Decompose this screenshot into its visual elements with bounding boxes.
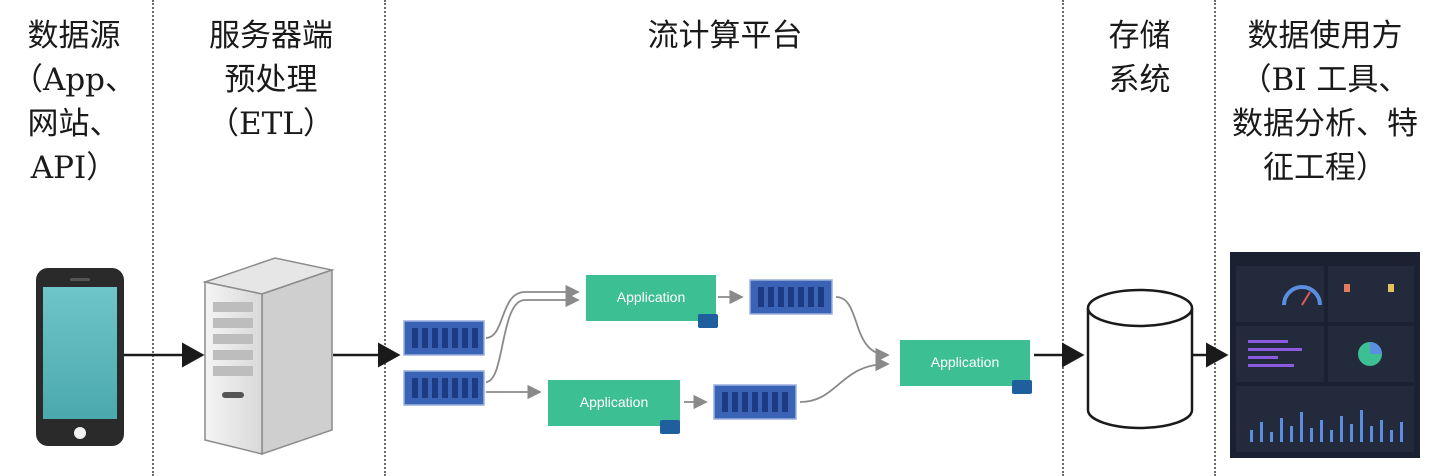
divider-3 — [1062, 0, 1064, 476]
dashboard-screen-icon — [1230, 252, 1420, 458]
application-node-2: Application — [548, 380, 680, 434]
column-title-server-etl: 服务器端 预处理 （ETL） — [208, 18, 334, 142]
database-cylinder-icon — [1086, 288, 1194, 430]
input-queue-top — [403, 320, 485, 356]
application-label: Application — [580, 394, 649, 410]
application-node-1: Application — [586, 275, 718, 328]
smartphone-icon — [36, 268, 124, 446]
stream-connectors — [485, 284, 890, 410]
column-title-data-source: 数据源 （App、 网站、 API） — [11, 18, 137, 186]
divider-4 — [1214, 0, 1216, 476]
database-badge-icon — [698, 314, 718, 328]
database-badge-icon — [1012, 380, 1032, 394]
divider-2 — [384, 0, 386, 476]
column-title-storage: 存储 系统 — [1108, 18, 1171, 98]
column-title-data-consumers: 数据使用方 （BI 工具、 数据分析、特 征工程） — [1232, 18, 1418, 186]
middle-queue-bottom — [713, 384, 797, 420]
application-label: Application — [931, 354, 1000, 370]
database-badge-icon — [660, 420, 680, 434]
input-queue-bottom — [403, 370, 485, 406]
divider-1 — [152, 0, 154, 476]
application-label: Application — [617, 289, 686, 305]
column-title-stream-platform: 流计算平台 — [647, 18, 803, 54]
application-node-3: Application — [900, 340, 1032, 394]
middle-queue-top — [749, 279, 833, 315]
server-tower-icon — [202, 257, 335, 456]
